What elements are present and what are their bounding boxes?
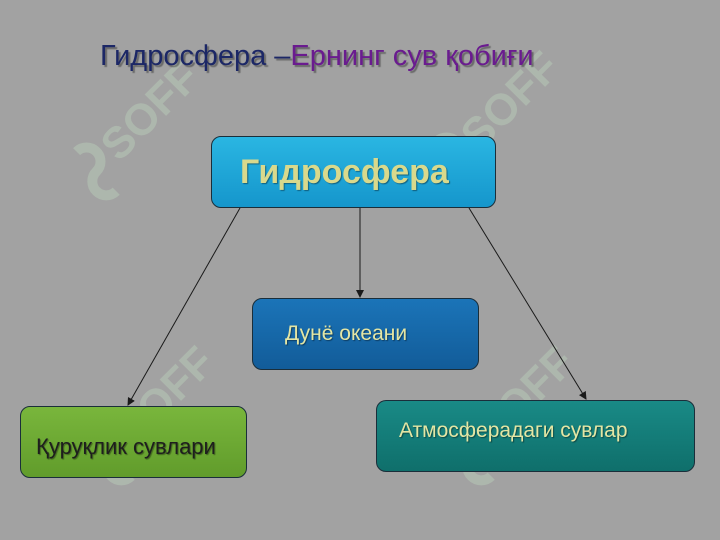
node-land-waters-label: Қуруқлик сувлари bbox=[36, 434, 216, 459]
title-main: Гидросфера – bbox=[100, 40, 291, 72]
node-hydrosphere: Гидросфера bbox=[211, 136, 496, 208]
node-world-ocean: Дунё океани bbox=[252, 298, 479, 370]
node-atmospheric-waters: Атмосферадаги сувлар bbox=[376, 400, 695, 472]
title-subtitle: Ернинг сув қобиғи bbox=[290, 40, 534, 72]
node-hydrosphere-label: Гидросфера bbox=[240, 152, 449, 191]
slide-title: Гидросфера –Ернинг сув қобиғи bbox=[100, 40, 534, 73]
node-atmospheric-waters-label: Атмосферадаги сувлар bbox=[399, 419, 628, 442]
node-world-ocean-label: Дунё океани bbox=[285, 322, 408, 345]
node-land-waters: Қуруқлик сувлари bbox=[20, 406, 247, 478]
arrow-to-right bbox=[468, 207, 587, 400]
arrow-to-left bbox=[127, 207, 241, 406]
